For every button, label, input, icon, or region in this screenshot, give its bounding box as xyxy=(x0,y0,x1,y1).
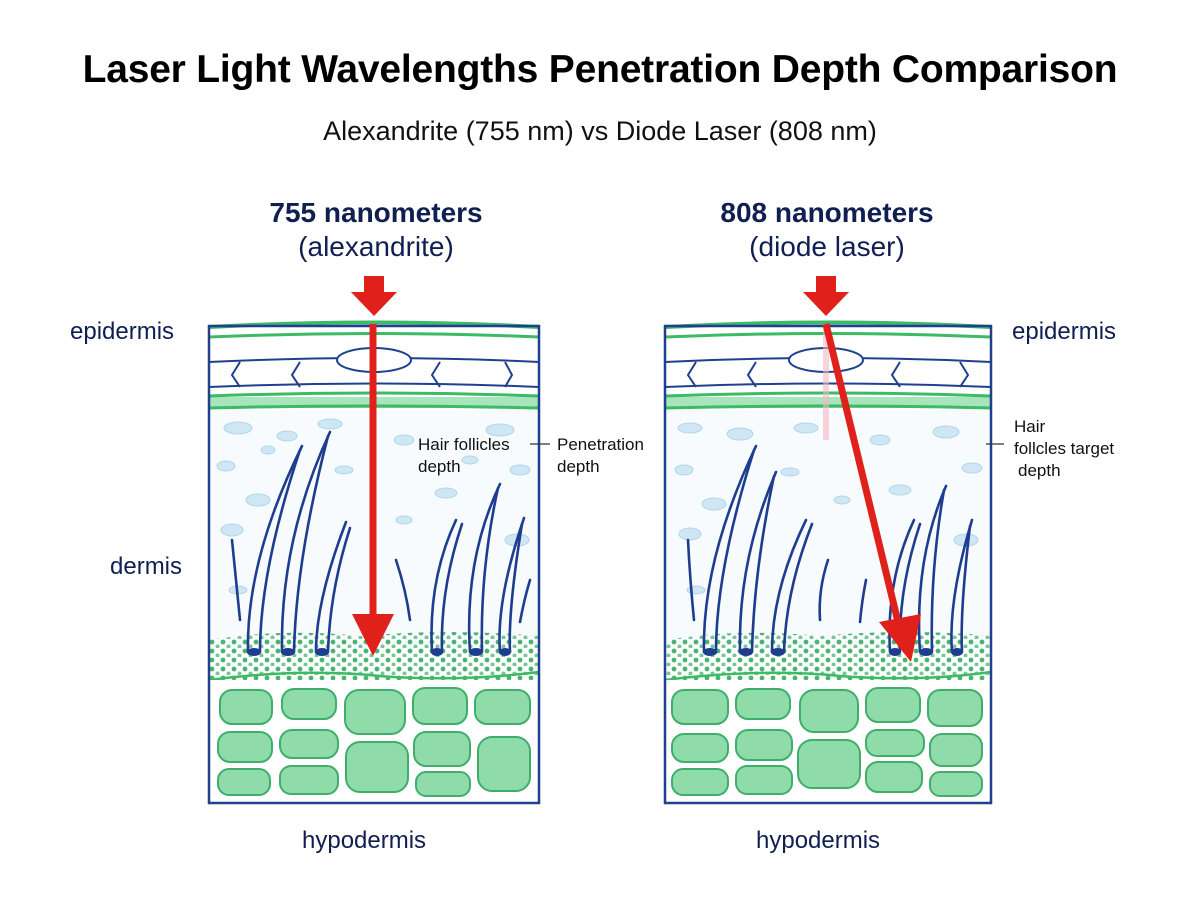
left-hair-annotation-line1: Hair follicles xyxy=(418,435,510,454)
right-target-annotation-line2: follcles target xyxy=(1014,439,1115,458)
left-hypodermis-label: hypodermis xyxy=(302,827,427,854)
right-target-annotation-line1: Hair xyxy=(1014,417,1046,436)
left-penetration-annotation: Penetration depth xyxy=(557,434,644,478)
left-fat-cells xyxy=(217,687,531,797)
right-wavelength-label: 808 nanometers xyxy=(720,197,934,228)
right-penetration-shaft xyxy=(822,323,902,623)
right-target-annotation: Hair follcles target depth xyxy=(1014,416,1114,482)
right-dermis-dotted-layer xyxy=(665,632,991,680)
right-epidermis-label: epidermis xyxy=(1012,318,1117,345)
right-dermis-bubbles xyxy=(674,422,983,595)
left-penetration-arrowhead xyxy=(352,614,394,656)
right-penetration-arrowhead xyxy=(879,614,921,662)
left-dermis-label: dermis xyxy=(110,553,183,580)
right-fat-cells xyxy=(671,687,983,797)
right-dermis-background xyxy=(665,408,991,646)
right-target-annotation-line3: depth xyxy=(1018,461,1061,480)
right-dermis-boundary xyxy=(664,670,992,682)
right-wavelength-heading: 808 nanometers (diode laser) xyxy=(647,196,1007,264)
left-wavelength-heading: 755 nanometers (alexandrite) xyxy=(196,196,556,264)
right-laser-label: (diode laser) xyxy=(749,231,905,262)
diagram-title: Laser Light Wavelengths Penetration Dept… xyxy=(82,48,1118,91)
left-follicle-bulbs xyxy=(247,648,511,656)
left-hair-follicles xyxy=(230,430,532,654)
left-penetration-annotation-line2: depth xyxy=(557,457,600,476)
left-penetration-annotation-line1: Penetration xyxy=(557,435,644,454)
right-skin-panel xyxy=(663,276,1004,805)
left-hair-follicles-annotation: Hair follicles depth xyxy=(418,434,510,478)
left-dermis-boundary xyxy=(208,670,540,682)
left-dermis-bubbles xyxy=(216,418,531,595)
left-wavelength-label: 755 nanometers xyxy=(269,197,483,228)
left-incident-arrow xyxy=(351,276,397,316)
left-dermis-dotted-layer xyxy=(209,632,539,680)
right-follicle-bulbs xyxy=(703,648,963,656)
diagram-subtitle: Alexandrite (755 nm) vs Diode Laser (808… xyxy=(323,116,877,146)
right-incident-arrow xyxy=(803,276,849,316)
left-hair-annotation-line2: depth xyxy=(418,457,461,476)
right-hypodermis-label: hypodermis xyxy=(756,827,881,854)
left-laser-label: (alexandrite) xyxy=(298,231,454,262)
left-skin-panel xyxy=(207,276,550,805)
left-epidermis-label: epidermis xyxy=(70,318,175,345)
